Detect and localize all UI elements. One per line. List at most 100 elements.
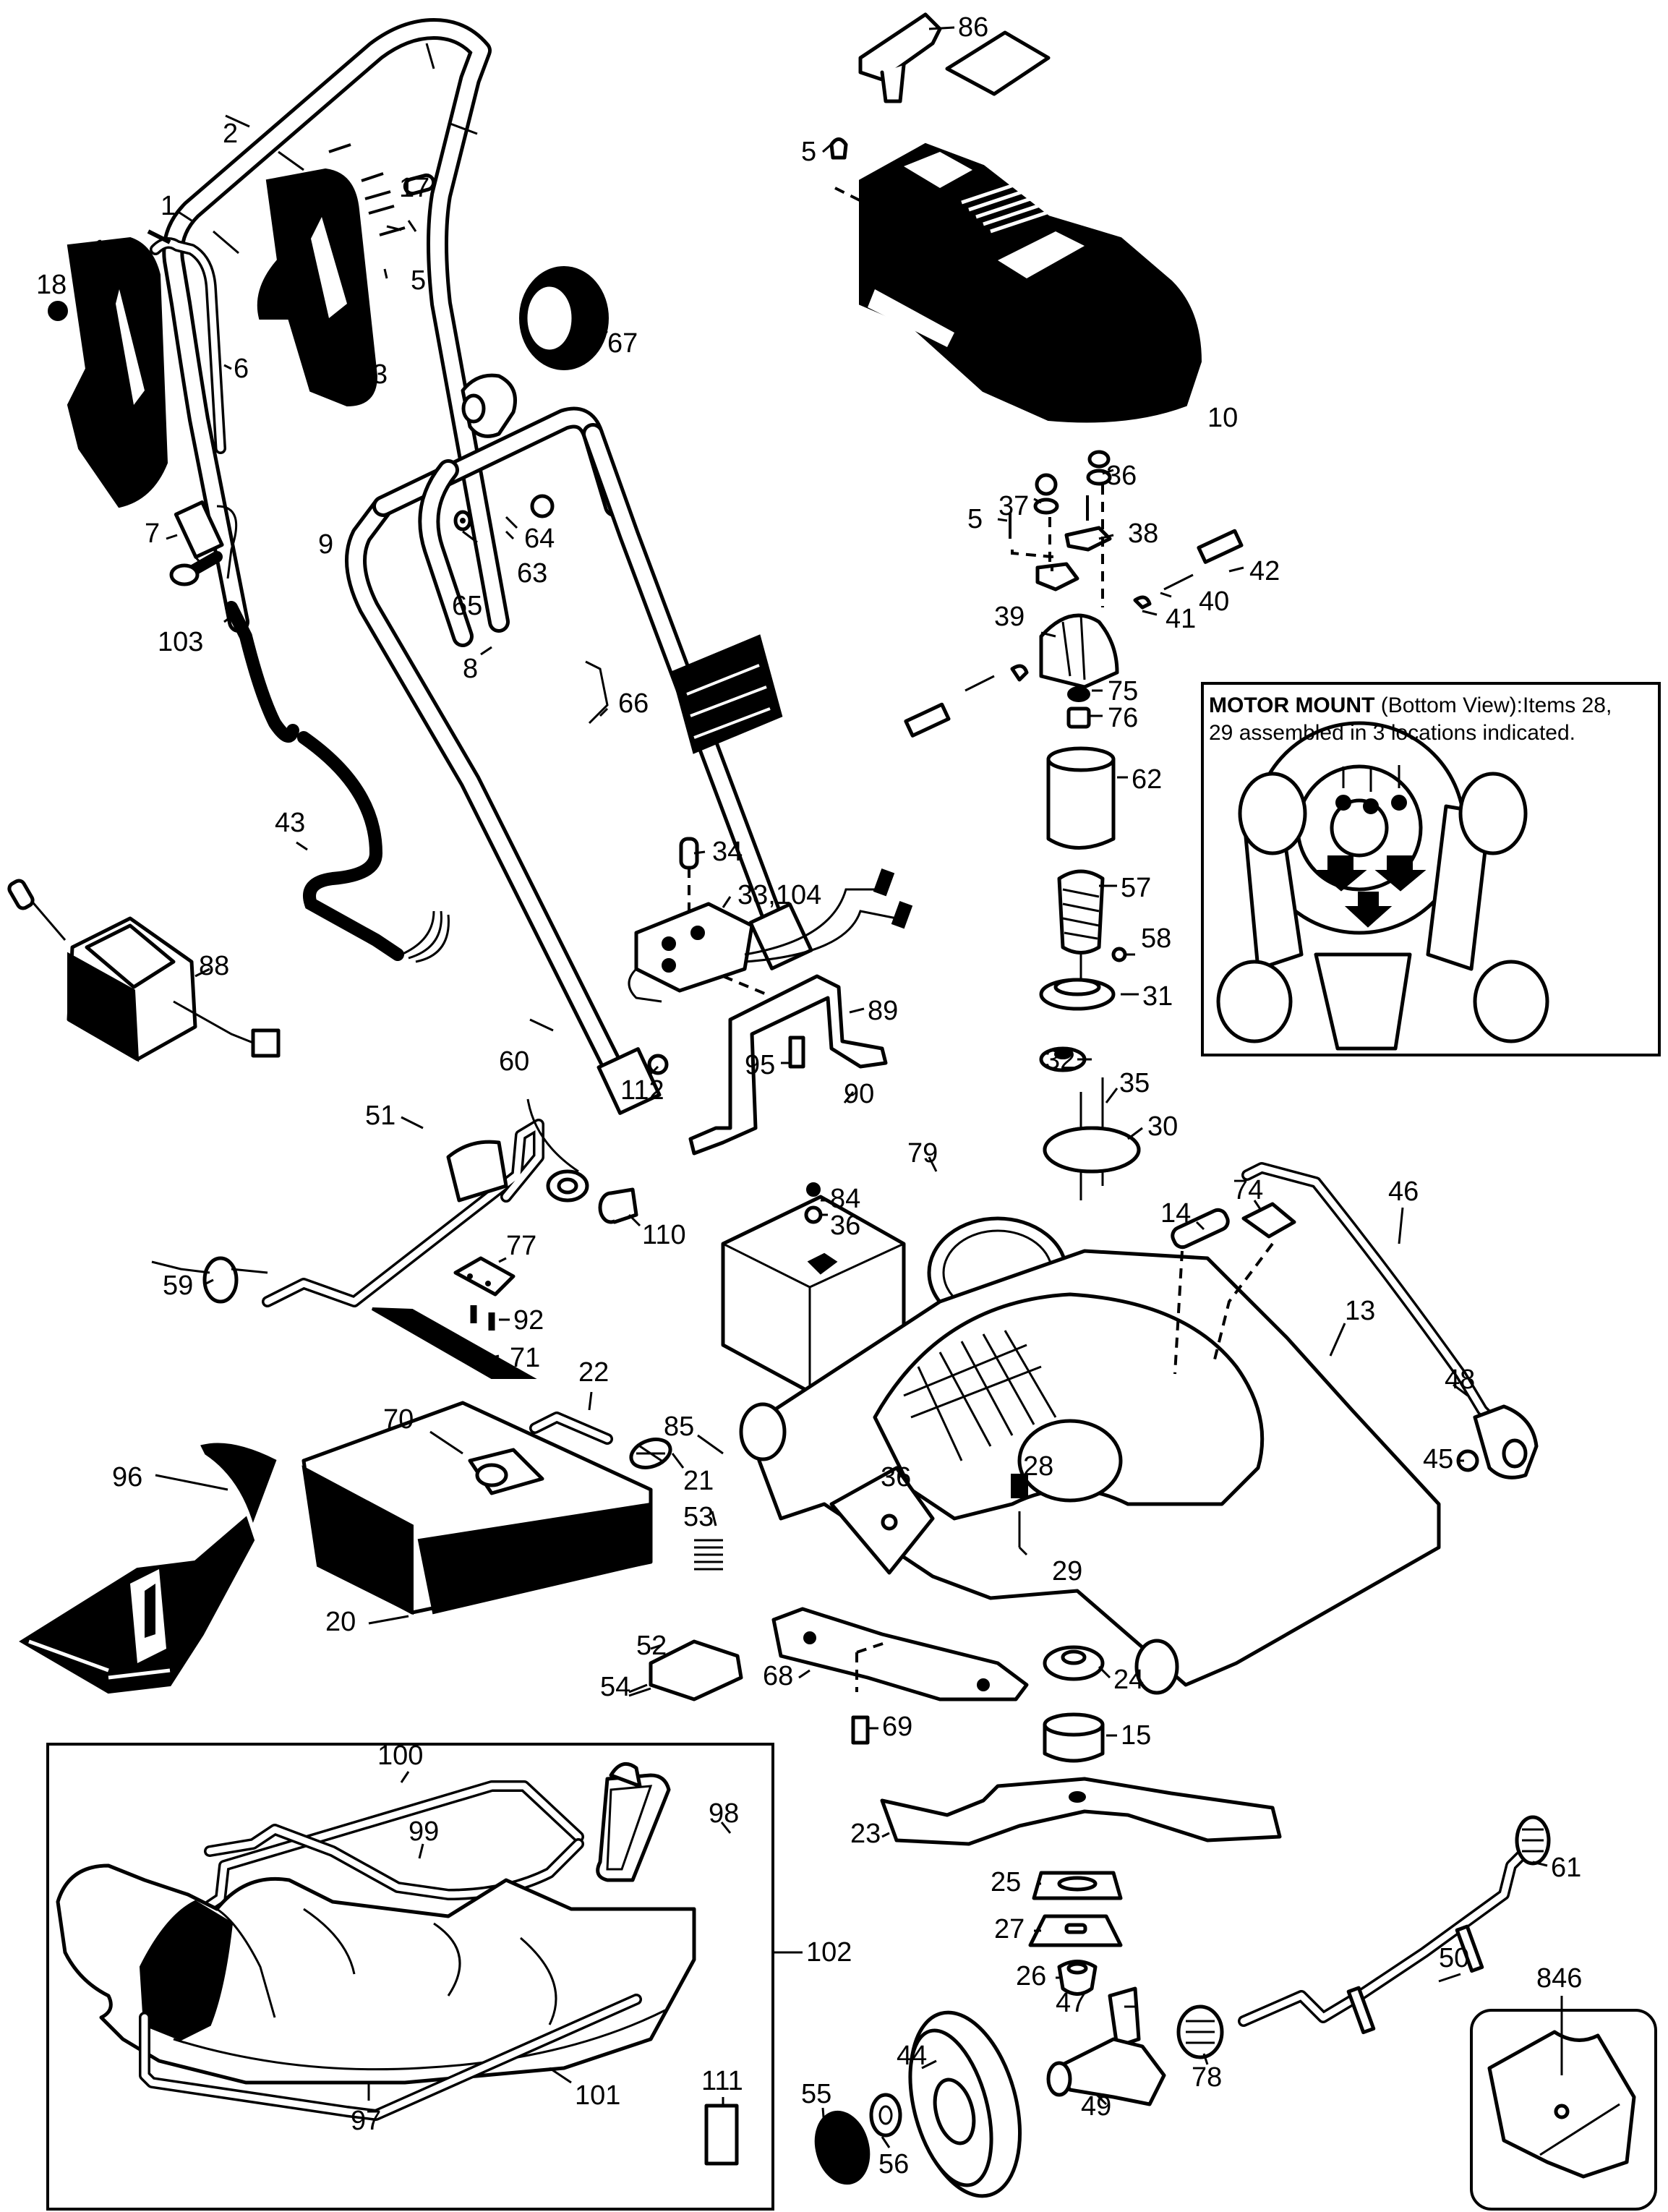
- callout-44[interactable]: 44: [897, 2041, 927, 2071]
- callout-61[interactable]: 61: [1551, 1853, 1581, 1883]
- callout-65[interactable]: 65: [452, 591, 482, 621]
- callout-78[interactable]: 78: [1192, 2062, 1222, 2093]
- callout-2[interactable]: 2: [223, 119, 238, 149]
- callout-43[interactable]: 43: [275, 808, 305, 838]
- callout-6[interactable]: 6: [234, 354, 249, 384]
- callout-19[interactable]: 19: [92, 235, 122, 265]
- callout-110[interactable]: 110: [642, 1220, 686, 1250]
- callout-29[interactable]: 29: [1052, 1556, 1082, 1587]
- callout-48[interactable]: 48: [1445, 1365, 1475, 1395]
- callout-40[interactable]: 40: [1199, 586, 1229, 617]
- hub-cap-55: [814, 2110, 871, 2185]
- callout-17[interactable]: 17: [399, 173, 429, 203]
- callout-89[interactable]: 89: [868, 996, 898, 1026]
- callout-5[interactable]: 5: [967, 504, 983, 534]
- callout-59[interactable]: 59: [163, 1271, 193, 1301]
- callout-85[interactable]: 85: [664, 1412, 694, 1442]
- callout-37[interactable]: 37: [998, 491, 1029, 521]
- callout-84[interactable]: 84: [830, 1184, 860, 1214]
- callout-8[interactable]: 8: [463, 654, 478, 684]
- callout-60[interactable]: 60: [499, 1046, 529, 1077]
- callout-50[interactable]: 50: [1439, 1943, 1469, 1973]
- callout-75[interactable]: 75: [1108, 676, 1138, 706]
- callout-67[interactable]: 67: [607, 328, 638, 359]
- callout-32[interactable]: 32: [1045, 1045, 1075, 1075]
- callout-36[interactable]: 36: [830, 1210, 860, 1241]
- callout-88[interactable]: 88: [199, 951, 229, 981]
- callout-5[interactable]: 5: [411, 265, 426, 296]
- callout-86[interactable]: 86: [958, 12, 988, 43]
- callout-20[interactable]: 20: [325, 1607, 356, 1637]
- callout-102[interactable]: 102: [806, 1937, 852, 1968]
- callout-35[interactable]: 35: [1119, 1068, 1150, 1098]
- callout-69[interactable]: 69: [882, 1712, 912, 1742]
- callout-45[interactable]: 45: [1423, 1444, 1453, 1474]
- callout-47[interactable]: 47: [1056, 1988, 1086, 2018]
- callout-76[interactable]: 76: [1108, 703, 1138, 733]
- callout-10[interactable]: 10: [1207, 403, 1238, 433]
- callout-14[interactable]: 14: [1160, 1198, 1191, 1229]
- callout-31[interactable]: 31: [1142, 981, 1173, 1012]
- callout-112[interactable]: 112: [620, 1075, 664, 1106]
- callout-90[interactable]: 90: [844, 1079, 874, 1109]
- callout-7[interactable]: 7: [145, 518, 160, 549]
- callout-77[interactable]: 77: [506, 1231, 536, 1261]
- callout-41[interactable]: 41: [1166, 604, 1196, 634]
- callout-9[interactable]: 9: [318, 529, 333, 560]
- callout-96[interactable]: 96: [112, 1462, 142, 1493]
- callout-63[interactable]: 63: [517, 558, 547, 589]
- callout-23[interactable]: 23: [850, 1819, 881, 1849]
- callout-34[interactable]: 34: [712, 837, 743, 867]
- callout-28[interactable]: 28: [1023, 1451, 1053, 1482]
- callout-3[interactable]: 3: [94, 421, 109, 451]
- callout-3[interactable]: 3: [372, 359, 388, 390]
- callout-13[interactable]: 13: [1345, 1296, 1375, 1326]
- callout-53[interactable]: 53: [683, 1502, 714, 1532]
- callout-64[interactable]: 64: [524, 524, 555, 554]
- callout-62[interactable]: 62: [1132, 764, 1162, 795]
- callout-74[interactable]: 74: [1233, 1175, 1263, 1205]
- callout-15[interactable]: 15: [1121, 1720, 1151, 1751]
- callout-30[interactable]: 30: [1147, 1111, 1178, 1142]
- callout-57[interactable]: 57: [1121, 873, 1151, 903]
- callout-99[interactable]: 99: [409, 1816, 439, 1847]
- callout-100[interactable]: 100: [377, 1741, 423, 1771]
- callout-98[interactable]: 98: [709, 1798, 739, 1829]
- callout-42[interactable]: 42: [1249, 556, 1280, 586]
- callout-52[interactable]: 52: [636, 1631, 667, 1661]
- callout-92[interactable]: 92: [513, 1305, 544, 1336]
- callout-25[interactable]: 25: [991, 1867, 1021, 1897]
- callout-36[interactable]: 36: [1106, 461, 1137, 491]
- callout-33-104[interactable]: 33,104: [737, 880, 821, 910]
- callout-36[interactable]: 36: [881, 1462, 911, 1493]
- callout-101[interactable]: 101: [575, 2080, 620, 2111]
- callout-46[interactable]: 46: [1388, 1177, 1419, 1207]
- callout-27[interactable]: 27: [994, 1914, 1025, 1944]
- callout-846[interactable]: 846: [1536, 1963, 1582, 1994]
- callout-111[interactable]: 111: [701, 2066, 743, 2096]
- callout-18[interactable]: 18: [36, 270, 67, 300]
- callout-24[interactable]: 24: [1113, 1665, 1144, 1695]
- callout-49[interactable]: 49: [1081, 2091, 1111, 2122]
- callout-71[interactable]: 71: [510, 1343, 540, 1373]
- callout-66[interactable]: 66: [618, 688, 649, 719]
- callout-56[interactable]: 56: [878, 2149, 909, 2179]
- callout-1[interactable]: 1: [161, 191, 176, 221]
- callout-95[interactable]: 95: [745, 1050, 775, 1080]
- callout-5[interactable]: 5: [801, 137, 816, 167]
- callout-55[interactable]: 55: [801, 2079, 831, 2109]
- callout-51[interactable]: 51: [365, 1101, 395, 1131]
- bushing-110: [598, 1187, 638, 1224]
- callout-58[interactable]: 58: [1141, 923, 1171, 954]
- callout-79[interactable]: 79: [907, 1138, 938, 1169]
- callout-26[interactable]: 26: [1016, 1961, 1046, 1991]
- callout-103[interactable]: 103: [158, 627, 203, 657]
- callout-68[interactable]: 68: [763, 1661, 793, 1691]
- callout-22[interactable]: 22: [578, 1357, 609, 1388]
- callout-21[interactable]: 21: [683, 1466, 714, 1496]
- callout-70[interactable]: 70: [383, 1404, 414, 1435]
- callout-97[interactable]: 97: [351, 2106, 381, 2136]
- callout-38[interactable]: 38: [1128, 518, 1158, 549]
- callout-54[interactable]: 54: [600, 1672, 630, 1702]
- callout-39[interactable]: 39: [994, 602, 1025, 632]
